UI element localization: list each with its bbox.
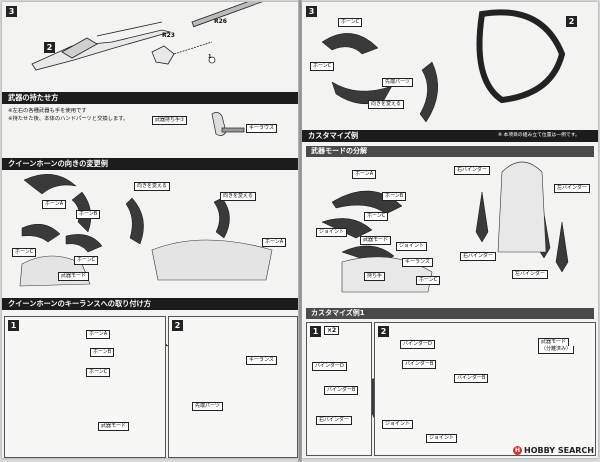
direction-label: 向きを変える xyxy=(368,100,404,109)
attach-section-title: クイーンホーンのキーランスへの取り付け方 xyxy=(2,298,298,310)
horn-ring xyxy=(476,9,566,104)
binder-label: バインダーD xyxy=(312,362,347,371)
step-number: 3 xyxy=(306,6,317,17)
binder-label: 右バインダー xyxy=(454,166,491,175)
decomp-section-title: 武器モードの分解 xyxy=(306,146,594,157)
circle-1-label: 1 xyxy=(208,54,212,60)
horn-label: ホーンC xyxy=(416,276,441,285)
r2-6-label: R26 xyxy=(214,18,227,25)
weapon-mode-label: 武器モード xyxy=(98,422,130,431)
weapon-mode-label: 武器モード xyxy=(360,236,392,245)
joint-label: ジョイント xyxy=(396,242,428,251)
horn-label: ホーンC xyxy=(12,248,37,257)
hold-note-2: ※持たせた後、本体のハンドパーツと交換します。 xyxy=(8,116,129,122)
tip-part-label: 先端パーツ xyxy=(192,402,223,411)
binder-label: バインダーB xyxy=(402,360,437,369)
rod-part xyxy=(191,2,279,28)
binder-label: バインダーB xyxy=(324,386,359,395)
key-lance-label: キーランス xyxy=(246,356,277,365)
horn-label: ホーンC xyxy=(338,18,363,27)
attach-panel-1 xyxy=(4,316,166,458)
hold-section-title: 武器の持たせ方 xyxy=(2,92,298,104)
binder-label: 右バインダー xyxy=(316,416,353,425)
step-2-marker: 2 xyxy=(378,326,389,337)
horn-label: ホーンC xyxy=(86,368,111,377)
binder-label: 左バインダー xyxy=(512,270,549,279)
separated-label: （分離済み） xyxy=(538,346,575,354)
change-section-title: クイーンホーンの向きの変更例 xyxy=(2,158,298,170)
direction-label: 向きを変える xyxy=(134,182,170,191)
left-page: 3 2 R23 R26 1 武器の持たせ方 ※左右の各種武器も手を使用です ※持… xyxy=(2,2,298,458)
horn-c-left xyxy=(21,223,61,243)
binder-label: バインダーB xyxy=(454,374,489,383)
attach-panel-2 xyxy=(168,316,298,458)
step-2-marker: 2 xyxy=(566,16,577,27)
horn-label: ホーンA xyxy=(352,170,377,179)
binder-label: バインダーD xyxy=(400,340,435,349)
horn-label: ホーンB xyxy=(382,192,407,201)
joint-label: ジョイント xyxy=(382,420,414,429)
step-1-marker: 1 xyxy=(8,320,19,331)
joint-label: ジョイント xyxy=(316,228,348,237)
example-section-title: カスタマイズ例1 xyxy=(306,308,594,319)
right-page: 3 2 ホーンC ホーンC 先端パーツ 向きを変える カスタマイズ例 ※ 本项目… xyxy=(302,2,598,458)
tip-part-label: 先端パーツ xyxy=(382,78,413,87)
page-gutter xyxy=(298,0,302,462)
joint-label: ジョイント xyxy=(426,434,458,443)
times-two-label: ×2 xyxy=(324,326,340,335)
weapon-mode-label: 武器モード xyxy=(58,272,90,281)
hold-note-1: ※左右の各種武器も手を使用です xyxy=(8,108,87,114)
weapon-blade xyxy=(61,37,98,59)
horn-label: ホーンB xyxy=(90,348,115,357)
figure-body xyxy=(497,161,547,253)
horn-c-top xyxy=(321,33,379,55)
horn-a xyxy=(23,174,77,195)
horn-label: ホーンB xyxy=(76,210,101,219)
horn-label: ホーンA xyxy=(42,200,67,209)
horn-label: ホーンC xyxy=(310,62,335,71)
binder-label: 左バインダー xyxy=(554,184,591,193)
horn-label: ホーンA xyxy=(86,330,111,339)
hand-label: 武器持ち手① xyxy=(152,116,188,125)
step-1-marker: 1 xyxy=(310,326,321,337)
keyhole-label: キーラウス xyxy=(246,124,278,133)
grip-label: 持ち手 xyxy=(364,272,386,281)
direction-label: 向きを変える xyxy=(220,192,256,201)
binder-label: 右バインダー xyxy=(460,252,497,261)
key-lance-label: キーランス xyxy=(402,258,433,267)
horn-label: ホーンC xyxy=(74,256,99,265)
horn-c-right xyxy=(65,234,103,253)
horn-label: ホーンC xyxy=(364,212,389,221)
customize-section-title: カスタマイズ例 xyxy=(302,130,598,142)
watermark-text: HOBBY SEARCH xyxy=(524,446,594,455)
step-2-marker: 2 xyxy=(44,42,55,53)
watermark: H HOBBY SEARCH xyxy=(513,446,594,455)
horn-label: ホーンA xyxy=(262,238,287,247)
step-2-marker: 2 xyxy=(172,320,183,331)
connector-piece xyxy=(151,45,175,65)
step-number: 3 xyxy=(6,6,17,17)
customize-note: ※ 本项目の組み立て位置は一例です。 xyxy=(498,133,580,138)
hobby-search-logo-icon: H xyxy=(513,446,523,455)
r2-3-label: R23 xyxy=(162,32,175,39)
